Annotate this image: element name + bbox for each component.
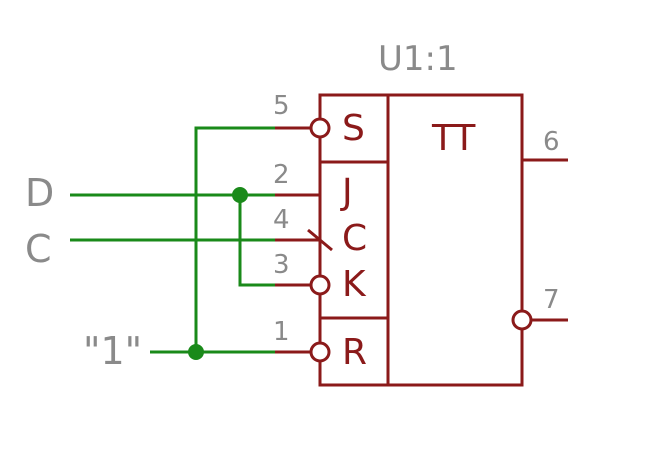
junction-one-dot <box>188 344 204 360</box>
net-d-to-k-wire[interactable] <box>238 195 275 287</box>
pin-k-number: 3 <box>273 250 290 280</box>
pin-c-number: 4 <box>273 205 290 235</box>
pin-j-number: 2 <box>273 160 290 190</box>
pin-k-inversion-bubble <box>309 274 331 296</box>
pin-s-inversion-bubble <box>309 117 331 139</box>
component-designator: U1:1 <box>378 39 458 79</box>
pin-c-dynamic-marker <box>307 228 333 252</box>
net-d-label: D <box>25 171 54 215</box>
flip-flop-symbol[interactable]: S J C K R TT 5 2 4 3 1 6 7 <box>273 91 568 387</box>
net-one-label: "1" <box>83 329 142 373</box>
pin-q-number: 6 <box>543 127 560 157</box>
junction-d-dot <box>232 187 248 203</box>
pin-qn-number: 7 <box>543 285 560 315</box>
pin-qn-inversion-bubble <box>511 309 533 331</box>
net-c-label: C <box>25 227 52 271</box>
net-one-to-s-wire[interactable] <box>194 126 275 352</box>
pin-k-name: K <box>342 264 367 305</box>
pin-r-name: R <box>342 332 367 373</box>
pin-s-number: 5 <box>273 91 290 121</box>
pin-r-inversion-bubble <box>309 341 331 363</box>
component-type-label: TT <box>431 118 476 159</box>
pin-s-name: S <box>342 108 365 149</box>
net-wires <box>70 126 275 354</box>
pin-c-name: C <box>342 218 367 259</box>
pin-j-name: J <box>340 172 353 213</box>
pin-r-number: 1 <box>273 317 290 347</box>
